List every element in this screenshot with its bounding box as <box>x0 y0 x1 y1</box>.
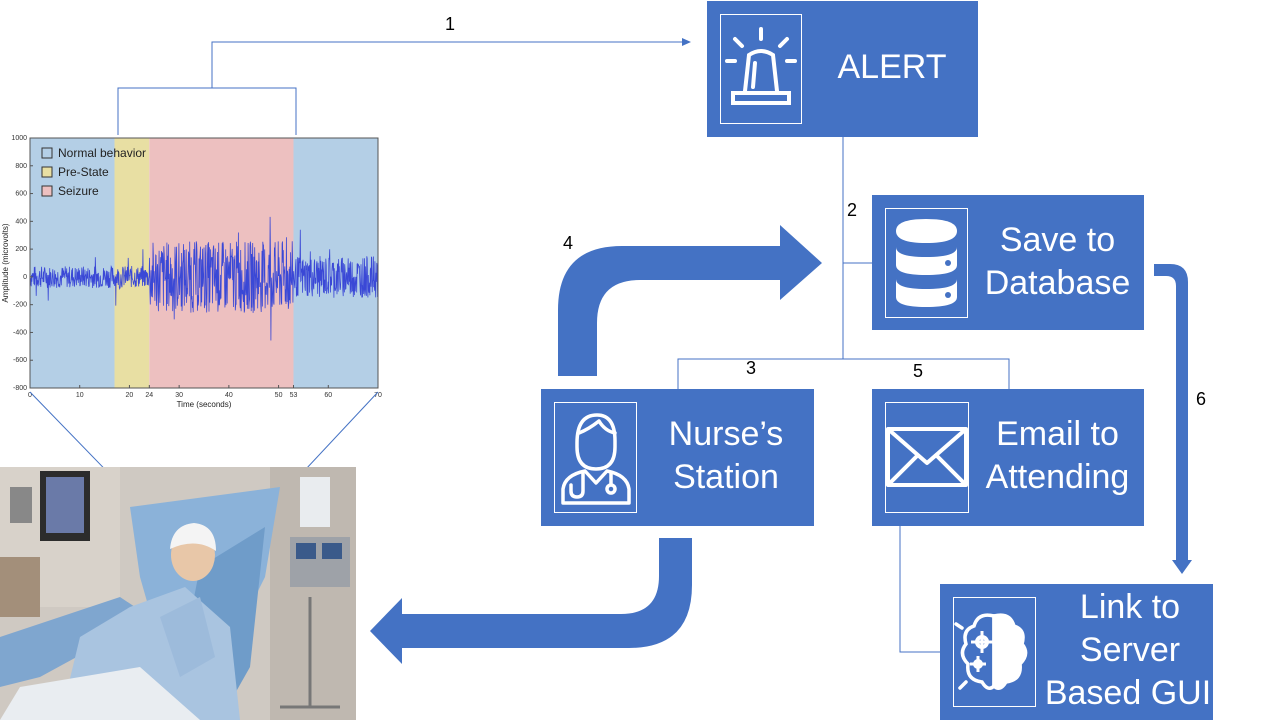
region-3 <box>293 138 378 388</box>
patient-photo <box>0 467 356 720</box>
x-tick-label-8: 60 <box>324 392 332 399</box>
brain-gear-icon <box>953 597 1036 707</box>
nurse-label-line2: Station <box>673 458 779 496</box>
alert-box[interactable]: ALERT <box>707 1 978 137</box>
step-number-5: 5 <box>913 361 924 381</box>
y-axis-label: Amplitude (microvolts) <box>1 223 10 302</box>
y-tick-label-8: -600 <box>13 357 27 364</box>
alert-label: ALERT <box>837 48 947 86</box>
step-number-3: 3 <box>746 358 757 378</box>
y-tick-label-5: 0 <box>23 274 27 281</box>
y-tick-label-1: 800 <box>15 163 27 170</box>
x-tick-label-7: 53 <box>290 392 298 399</box>
step-number-1: 1 <box>445 14 456 34</box>
nurse-station-box[interactable]: Nurse’s Station <box>541 389 814 526</box>
x-tick-label-6: 50 <box>275 392 283 399</box>
legend-swatch-2 <box>41 185 53 197</box>
email-label-line1: Email to <box>996 415 1119 453</box>
y-tick-label-2: 600 <box>15 191 27 198</box>
region-0 <box>30 138 115 388</box>
plot-frame <box>29 137 379 389</box>
email-link-line <box>899 526 940 653</box>
email-attending-box[interactable]: Email to Attending <box>872 389 1144 526</box>
save-label-line2: Database <box>984 264 1131 302</box>
step-number-2: 2 <box>847 200 858 220</box>
legend-label-0: Normal behavior <box>58 146 146 160</box>
x-tick-label-5: 40 <box>225 392 233 399</box>
x-tick-label-3: 24 <box>145 392 153 399</box>
region-1 <box>114 138 150 388</box>
nurse-label-line1: Nurse’s <box>668 415 784 453</box>
x-tick-label-4: 30 <box>175 392 183 399</box>
x-tick-label-2: 20 <box>126 392 134 399</box>
legend-swatch-0 <box>41 147 53 159</box>
eeg-signal-line <box>29 216 379 341</box>
arrow-6 <box>1154 264 1192 574</box>
x-tick-label-1: 10 <box>76 392 84 399</box>
x-tick-label-9: 70 <box>374 392 382 399</box>
y-tick-label-3: 400 <box>15 218 27 225</box>
chart-bracket <box>117 87 297 135</box>
link-label-line2: Server <box>1079 631 1181 669</box>
siren-icon <box>720 14 802 124</box>
envelope-icon <box>885 402 969 513</box>
link-server-box[interactable]: Link to Server Based GUI <box>940 584 1213 720</box>
y-tick-label-0: 1000 <box>11 135 27 142</box>
legend-label-1: Pre-State <box>58 165 109 179</box>
x-axis-label: Time (seconds) <box>177 400 232 409</box>
nurse-icon <box>554 402 637 513</box>
step-number-4: 4 <box>563 233 574 253</box>
branch-line <box>677 358 1010 389</box>
link-label-line3: Based GUI <box>1044 674 1212 712</box>
database-icon <box>885 208 968 318</box>
save-label-line1: Save to <box>999 221 1116 259</box>
step-number-6: 6 <box>1196 389 1207 409</box>
email-label-line2: Attending <box>985 458 1130 496</box>
arrow-1-line <box>211 38 691 88</box>
y-tick-label-6: -200 <box>13 302 27 309</box>
legend-label-2: Seizure <box>58 184 99 198</box>
y-tick-label-7: -400 <box>13 329 27 336</box>
arrow-nurse-photo <box>370 538 692 664</box>
x-tick-label-0: 0 <box>28 392 32 399</box>
y-tick-label-4: 200 <box>15 246 27 253</box>
legend-swatch-1 <box>41 166 53 178</box>
y-tick-label-9: -800 <box>13 385 27 392</box>
link-label-line1: Link to <box>1079 588 1181 626</box>
save-database-box[interactable]: Save to Database <box>872 195 1144 330</box>
arrow-4 <box>558 225 822 376</box>
